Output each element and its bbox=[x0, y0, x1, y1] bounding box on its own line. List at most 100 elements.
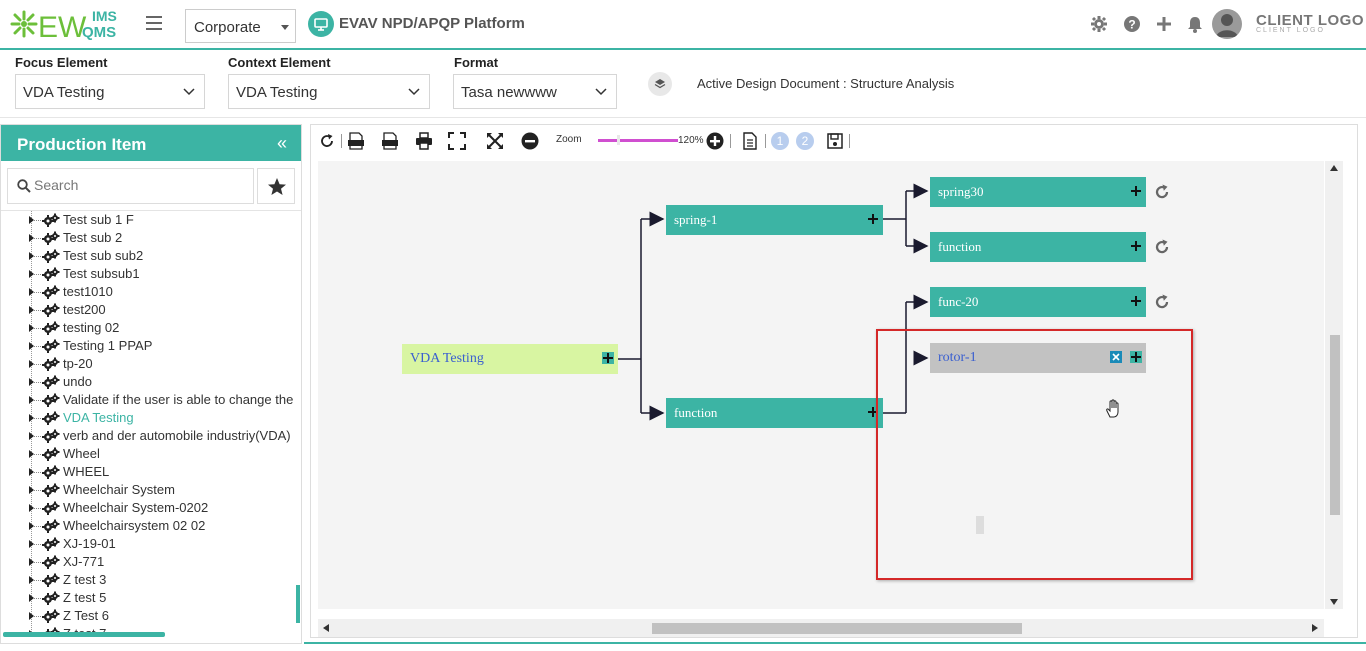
canvas-horizontal-scrollbar[interactable] bbox=[318, 619, 1324, 637]
drag-handle[interactable] bbox=[976, 516, 984, 534]
zoom-out-icon[interactable] bbox=[521, 132, 539, 150]
platform-title[interactable]: EVAV NPD/APQP Platform bbox=[339, 15, 525, 32]
canvas-vertical-scrollbar[interactable] bbox=[1325, 161, 1343, 609]
fit-to-screen-icon[interactable] bbox=[486, 132, 504, 150]
expand-arrow-icon[interactable] bbox=[29, 558, 34, 566]
focus-element-select[interactable]: VDA Testing bbox=[15, 74, 205, 109]
tree-item[interactable]: Test subsub1 bbox=[29, 265, 301, 283]
gear-icon[interactable] bbox=[1090, 15, 1108, 33]
search-box[interactable] bbox=[7, 168, 254, 204]
menu-icon[interactable] bbox=[146, 16, 162, 30]
expand-plus-icon[interactable] bbox=[1130, 295, 1142, 307]
page-2-button[interactable]: 2 bbox=[796, 132, 814, 150]
zoom-slider[interactable] bbox=[598, 139, 678, 142]
node-level2-2[interactable]: function bbox=[930, 232, 1146, 262]
export-svg-icon[interactable] bbox=[347, 132, 365, 150]
add-icon[interactable] bbox=[1155, 15, 1173, 33]
tree-item[interactable]: Z test 3 bbox=[29, 571, 301, 589]
favorites-button[interactable] bbox=[257, 168, 295, 204]
tree-item[interactable]: verb and der automobile industriy(VDA) bbox=[29, 427, 301, 445]
tree-item[interactable]: Z Test 6 bbox=[29, 607, 301, 625]
expand-arrow-icon[interactable] bbox=[29, 594, 34, 602]
format-select[interactable]: Tasa newwww bbox=[453, 74, 617, 109]
expand-arrow-icon[interactable] bbox=[29, 306, 34, 314]
layers-icon[interactable] bbox=[648, 72, 672, 96]
horizontal-scroll-thumb[interactable] bbox=[652, 623, 1022, 634]
tree-item[interactable]: tp-20 bbox=[29, 355, 301, 373]
expand-plus-icon[interactable] bbox=[867, 213, 879, 225]
reload-icon[interactable] bbox=[1153, 293, 1171, 311]
tree-item[interactable]: Z test 5 bbox=[29, 589, 301, 607]
collapse-panel-button[interactable]: « bbox=[276, 133, 287, 153]
tree-item[interactable]: WHEEL bbox=[29, 463, 301, 481]
expand-arrow-icon[interactable] bbox=[29, 504, 34, 512]
reload-icon[interactable] bbox=[1153, 183, 1171, 201]
expand-arrow-icon[interactable] bbox=[29, 486, 34, 494]
scroll-down-icon[interactable] bbox=[1330, 599, 1338, 605]
tree-item[interactable]: VDA Testing bbox=[29, 409, 301, 427]
expand-arrow-icon[interactable] bbox=[29, 324, 34, 332]
print-icon[interactable] bbox=[415, 132, 433, 150]
monitor-icon[interactable] bbox=[308, 11, 334, 37]
expand-plus-icon[interactable] bbox=[1130, 185, 1142, 197]
tree-item[interactable]: testing 02 bbox=[29, 319, 301, 337]
node-root[interactable]: VDA Testing bbox=[402, 344, 618, 374]
zoom-slider-handle[interactable] bbox=[617, 135, 620, 145]
tree-horizontal-scrollbar[interactable] bbox=[3, 632, 165, 637]
expand-arrow-icon[interactable] bbox=[29, 342, 34, 350]
expand-arrow-icon[interactable] bbox=[29, 540, 34, 548]
fullscreen-icon[interactable] bbox=[448, 132, 466, 150]
tree-item[interactable]: test1010 bbox=[29, 283, 301, 301]
scroll-left-icon[interactable] bbox=[323, 624, 329, 632]
refresh-icon[interactable] bbox=[318, 132, 336, 150]
tree-item[interactable]: XJ-771 bbox=[29, 553, 301, 571]
page-1-button[interactable]: 1 bbox=[771, 132, 789, 150]
expand-arrow-icon[interactable] bbox=[29, 252, 34, 260]
expand-arrow-icon[interactable] bbox=[29, 216, 34, 224]
scroll-up-icon[interactable] bbox=[1330, 165, 1338, 171]
reload-icon[interactable] bbox=[1153, 238, 1171, 256]
expand-arrow-icon[interactable] bbox=[29, 468, 34, 476]
context-element-select[interactable]: VDA Testing bbox=[228, 74, 430, 109]
tree-item[interactable]: XJ-19-01 bbox=[29, 535, 301, 553]
scroll-right-icon[interactable] bbox=[1312, 624, 1318, 632]
tree-item[interactable]: Wheel bbox=[29, 445, 301, 463]
expand-plus-icon[interactable] bbox=[602, 352, 614, 364]
expand-arrow-icon[interactable] bbox=[29, 288, 34, 296]
zoom-in-icon[interactable] bbox=[706, 132, 724, 150]
tree-item[interactable]: Test sub 1 F bbox=[29, 211, 301, 229]
expand-plus-icon[interactable] bbox=[1130, 351, 1142, 363]
expand-arrow-icon[interactable] bbox=[29, 234, 34, 242]
expand-arrow-icon[interactable] bbox=[29, 522, 34, 530]
tree-item[interactable]: Validate if the user is able to change t… bbox=[29, 391, 301, 409]
expand-arrow-icon[interactable] bbox=[29, 414, 34, 422]
export-png-icon[interactable] bbox=[381, 132, 399, 150]
tree-item[interactable]: undo bbox=[29, 373, 301, 391]
expand-arrow-icon[interactable] bbox=[29, 576, 34, 584]
tree-item[interactable]: Test sub 2 bbox=[29, 229, 301, 247]
expand-plus-icon[interactable] bbox=[1130, 240, 1142, 252]
expand-arrow-icon[interactable] bbox=[29, 396, 34, 404]
node-level2-4[interactable]: rotor-1 bbox=[930, 343, 1146, 373]
tree-item[interactable]: test200 bbox=[29, 301, 301, 319]
tree-vertical-scrollbar[interactable] bbox=[296, 585, 300, 623]
node-level2-1[interactable]: spring30 bbox=[930, 177, 1146, 207]
expand-arrow-icon[interactable] bbox=[29, 360, 34, 368]
bell-icon[interactable] bbox=[1186, 15, 1204, 33]
close-icon[interactable] bbox=[1110, 351, 1122, 363]
organization-select[interactable]: Corporate bbox=[185, 9, 296, 43]
tree-item[interactable]: Testing 1 PPAP bbox=[29, 337, 301, 355]
node-level1-2[interactable]: function bbox=[666, 398, 883, 428]
save-icon[interactable] bbox=[826, 132, 844, 150]
search-input[interactable] bbox=[34, 177, 244, 193]
expand-arrow-icon[interactable] bbox=[29, 450, 34, 458]
expand-arrow-icon[interactable] bbox=[29, 612, 34, 620]
node-level1-1[interactable]: spring-1 bbox=[666, 205, 883, 235]
node-level2-3[interactable]: func-20 bbox=[930, 287, 1146, 317]
diagram-canvas[interactable]: VDA Testing spring-1 function spring30 f… bbox=[318, 161, 1324, 609]
tree-item[interactable]: Wheelchairsystem 02 02 bbox=[29, 517, 301, 535]
expand-arrow-icon[interactable] bbox=[29, 270, 34, 278]
tree-item[interactable]: Wheelchair System bbox=[29, 481, 301, 499]
expand-arrow-icon[interactable] bbox=[29, 378, 34, 386]
